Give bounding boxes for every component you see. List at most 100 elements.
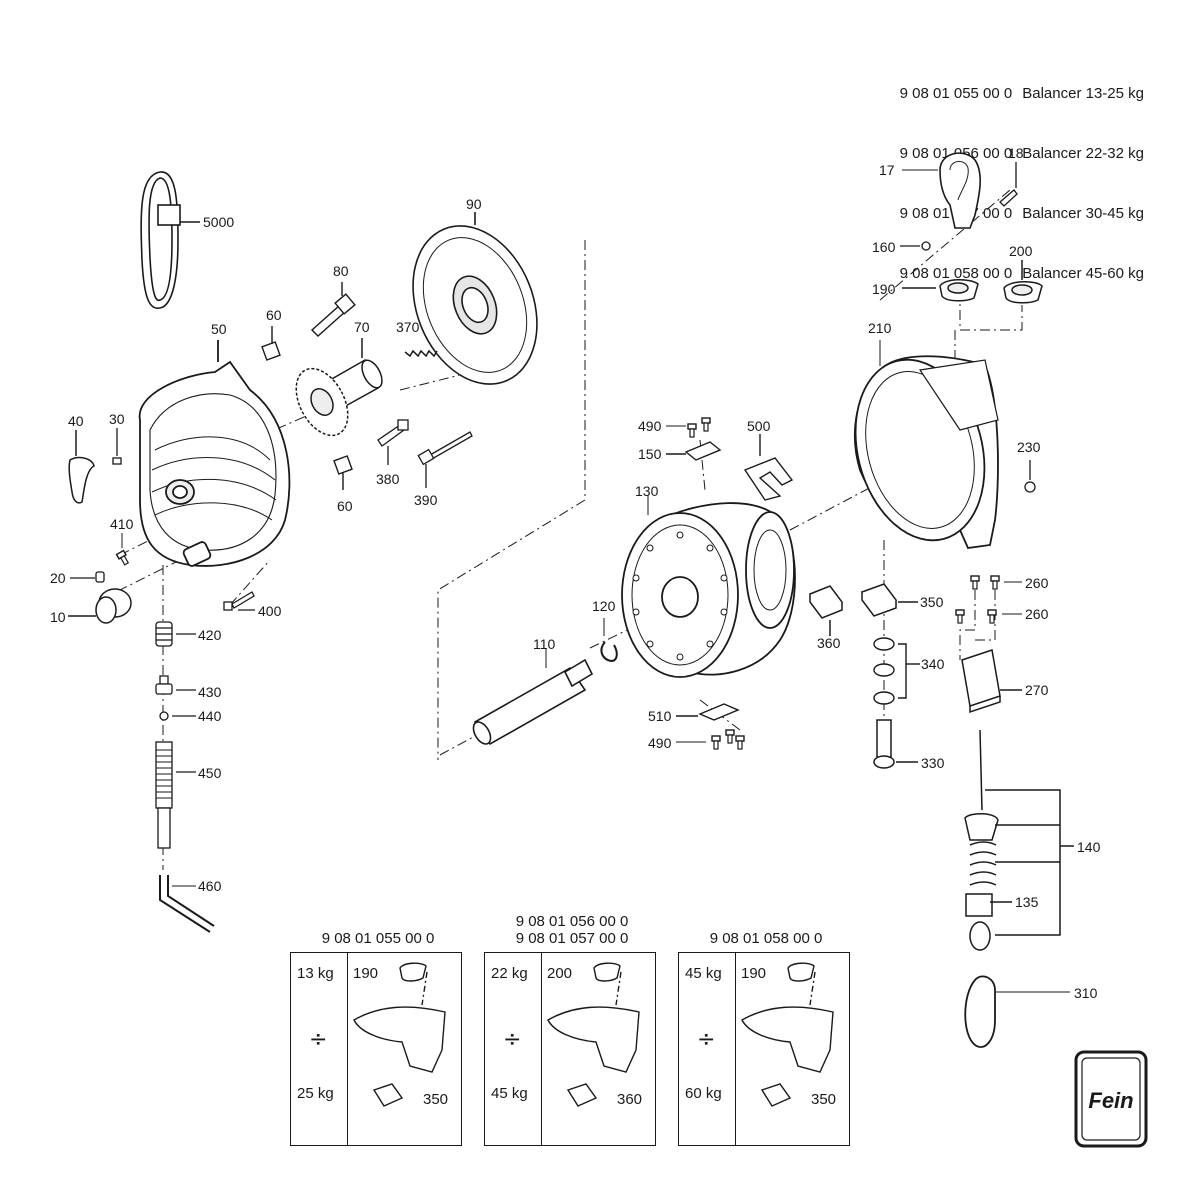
max-weight: 60 kg: [685, 1085, 722, 1102]
part-label: 460: [198, 878, 222, 894]
top-part-label: 200: [547, 965, 573, 982]
part-330-bolt: [873, 719, 918, 769]
bottom-part-label: 360: [617, 1091, 643, 1108]
part-5000-loop-handle: [140, 171, 200, 309]
model-code: 9 08 01 055 00 0: [899, 85, 1013, 102]
variant-box: 22 kg ÷ 45 kg 200 360: [484, 952, 656, 1146]
part-490-screws-upper: [666, 417, 711, 438]
part-label: 18: [1008, 145, 1024, 161]
part-label: 50: [211, 321, 227, 337]
part-500-clip: [743, 434, 794, 501]
part-label: 490: [638, 418, 662, 434]
part-label: 10: [50, 609, 66, 625]
part-label: 420: [198, 627, 222, 643]
part-410-screw: [115, 533, 131, 567]
part-510-plate: [676, 703, 740, 721]
part-label: 190: [872, 281, 896, 297]
part-label: 70: [354, 319, 370, 335]
part-400-screw: [223, 591, 255, 611]
part-490-screws-lower: [676, 729, 745, 750]
part-label: 310: [1074, 985, 1098, 1001]
part-label: 230: [1017, 439, 1041, 455]
part-label: 440: [198, 708, 222, 724]
divider: [735, 953, 736, 1145]
part-90-flange-plate: [412, 212, 538, 385]
part-label: 135: [1015, 894, 1039, 910]
max-weight: 25 kg: [297, 1085, 334, 1102]
part-40-lever: [68, 430, 95, 504]
part-190-stop: [902, 279, 979, 302]
part-label: 17: [879, 162, 895, 178]
part-label: 330: [921, 755, 945, 771]
part-label: 390: [414, 492, 438, 508]
top-part-label: 190: [741, 965, 767, 982]
min-weight: 45 kg: [685, 965, 722, 982]
variant-illustrations: [353, 962, 834, 1107]
part-200-stop: [1003, 260, 1043, 304]
min-weight: 22 kg: [491, 965, 528, 982]
part-label: 5000: [203, 214, 234, 230]
part-label: 60: [337, 498, 353, 514]
part-label: 210: [868, 320, 892, 336]
part-label: 110: [533, 636, 556, 652]
part-label: 20: [50, 570, 66, 586]
part-label: 260: [1025, 575, 1049, 591]
part-label: 120: [592, 598, 616, 614]
part-label: 80: [333, 263, 349, 279]
variant-box: 13 kg ÷ 25 kg 190 350: [290, 952, 462, 1146]
part-label: 430: [198, 684, 222, 700]
part-label: 140: [1077, 839, 1101, 855]
part-60-spring-lower: [333, 455, 353, 490]
part-260-screws-lower: [955, 609, 1022, 624]
part-130-spring-drum: [621, 495, 796, 678]
part-label: 160: [872, 239, 896, 255]
part-460-hex-key: [159, 875, 215, 933]
variant-title: 9 08 01 055 00 0: [321, 930, 435, 947]
range-symbol: ÷: [697, 1027, 716, 1052]
part-270-mount-bracket: [961, 649, 1022, 714]
top-part-label: 190: [353, 965, 379, 982]
variant-title: 9 08 01 058 00 0: [709, 930, 823, 947]
part-80-shaft-pin: [310, 282, 356, 337]
variant-title: 9 08 01 056 00 0 9 08 01 057 00 0: [515, 913, 629, 947]
part-label: 260: [1025, 606, 1049, 622]
part-17-suspension-bracket: [902, 152, 981, 229]
part-label: 370: [396, 319, 420, 335]
range-symbol: ÷: [309, 1027, 328, 1052]
part-label: 340: [921, 656, 945, 672]
part-label: 450: [198, 765, 222, 781]
part-label: 380: [376, 471, 400, 487]
part-label: 30: [109, 411, 125, 427]
part-380-pin: [377, 419, 409, 465]
part-370-spring: [404, 349, 438, 358]
part-140-cable-assembly: [964, 729, 1074, 951]
part-label: 510: [648, 708, 672, 724]
divider: [541, 953, 542, 1145]
fein-logo: Fein: [1074, 1050, 1148, 1148]
min-weight: 13 kg: [297, 965, 334, 982]
variant-box: 45 kg ÷ 60 kg 190 350: [678, 952, 850, 1146]
part-340-washer-set: [873, 637, 920, 705]
part-110-main-shaft: [472, 648, 594, 746]
part-label: 360: [817, 635, 841, 651]
part-310-carabiner: [964, 975, 1070, 1048]
max-weight: 45 kg: [491, 1085, 528, 1102]
part-label: 410: [110, 516, 134, 532]
part-430-nut: [155, 675, 196, 695]
part-label: 350: [920, 594, 944, 610]
part-label: 500: [747, 418, 771, 434]
part-label: 60: [266, 307, 282, 323]
part-60-spring-upper: [261, 326, 281, 361]
part-10-knob: [68, 588, 132, 624]
part-label: 200: [1009, 243, 1033, 259]
divider: [347, 953, 348, 1145]
part-30-pin: [112, 428, 122, 465]
bottom-part-label: 350: [423, 1091, 449, 1108]
part-120-circlip: [600, 618, 618, 663]
part-label: 490: [648, 735, 672, 751]
part-20-pin: [70, 571, 105, 583]
model-name: Balancer 30-45 kg: [1022, 205, 1144, 222]
part-label: 90: [466, 196, 482, 212]
